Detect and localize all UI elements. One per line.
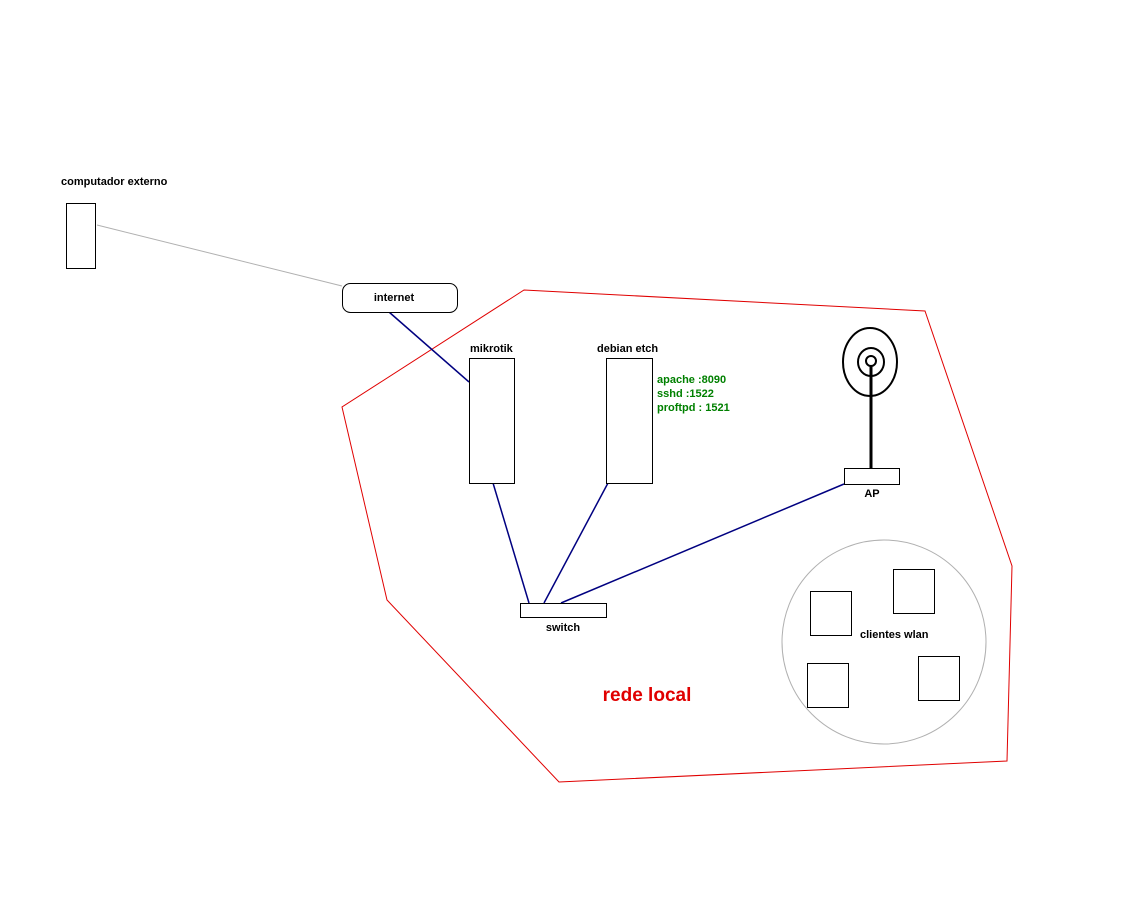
internet-node: [342, 283, 458, 313]
access-point: [844, 468, 900, 485]
wlan-client: [893, 569, 935, 614]
switch-label: switch: [546, 622, 581, 634]
service-sshd: sshd :1522: [657, 388, 714, 400]
mikrotik-label: mikrotik: [470, 343, 514, 355]
wlan-clients-label: clientes wlan: [860, 629, 929, 641]
ap-label: AP: [864, 488, 879, 500]
local-network-label: rede local: [603, 685, 692, 706]
debian-switch-link: [543, 482, 609, 604]
ap-switch-link: [560, 483, 845, 604]
antenna-icon: [842, 327, 898, 468]
mikrotik-switch-link: [492, 482, 530, 604]
external-computer-label: computador externo: [61, 176, 168, 188]
switch: [520, 603, 607, 618]
debian-server: [606, 358, 653, 484]
internet-label: internet: [374, 292, 415, 304]
internet-mikrotik-link: [388, 311, 470, 383]
wlan-client: [810, 591, 852, 636]
wlan-clients-area: [781, 539, 987, 745]
service-apache: apache :8090: [657, 374, 726, 386]
wlan-client: [918, 656, 960, 701]
local-network-boundary: [341, 289, 1013, 783]
mikrotik-server: [469, 358, 515, 484]
service-proftpd: proftpd : 1521: [657, 402, 730, 414]
external-computer: [66, 203, 96, 269]
debian-label: debian etch: [597, 343, 658, 355]
external-link: [96, 224, 343, 287]
wlan-client: [807, 663, 849, 708]
